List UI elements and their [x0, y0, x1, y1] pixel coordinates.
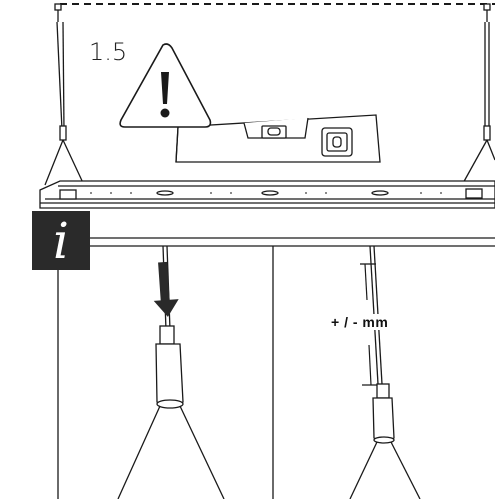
luminaire-rail — [39, 180, 495, 209]
down-arrow-icon — [153, 261, 179, 317]
spirit-level-icon — [175, 114, 381, 163]
left-detail-gripper — [117, 245, 225, 499]
warning-triangle-icon — [119, 43, 212, 128]
left-suspension-cable — [44, 3, 85, 186]
info-icon: i — [32, 211, 90, 270]
detail-panels — [57, 237, 495, 499]
right-detail-adjustment — [349, 245, 421, 499]
tolerance-label: + / - mm — [328, 314, 392, 330]
right-suspension-cable — [461, 3, 495, 186]
step-number: 1.5 — [89, 38, 128, 66]
